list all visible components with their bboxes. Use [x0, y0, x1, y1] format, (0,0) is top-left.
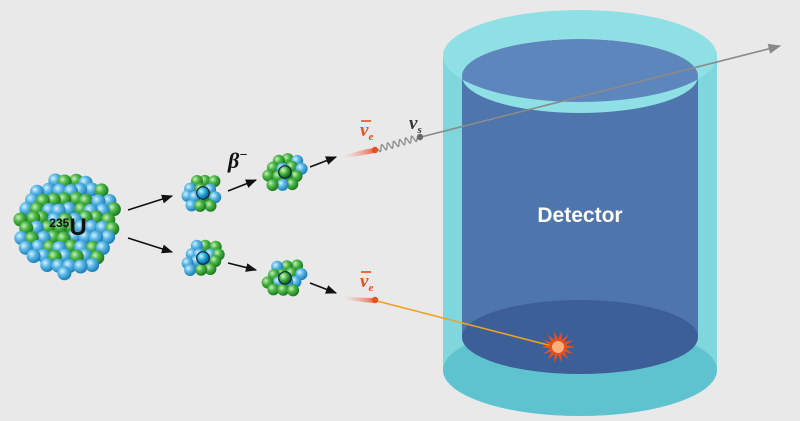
nucleon [85, 258, 100, 272]
nucleon [262, 169, 275, 182]
antineutrino-upper [343, 133, 424, 158]
emission-arrow-upper [309, 156, 338, 168]
nucleon [276, 178, 289, 191]
nucleon [199, 239, 212, 252]
detector-inner-top [462, 39, 698, 113]
nucleon [286, 178, 299, 191]
highlighted-nucleon [278, 271, 292, 285]
sterile-neutrino-particle [416, 133, 424, 141]
nucleon [204, 199, 217, 212]
emission-arrow-lower [309, 282, 338, 294]
nucleon [184, 264, 197, 276]
daughter-nucleus-upper [262, 153, 308, 191]
highlighted-nucleon [196, 186, 210, 200]
uranium-label: 235U [49, 214, 86, 241]
interaction-flash [541, 331, 575, 363]
nucleon [73, 259, 88, 274]
nucleon [26, 249, 41, 264]
antineutrino-trail-lower [343, 296, 374, 303]
daughter-nucleus-lower [261, 259, 308, 297]
antineutrino-lower [343, 296, 379, 304]
detector: Detector [443, 10, 717, 416]
highlighted-nucleon [278, 165, 292, 179]
nucleon [287, 284, 300, 297]
antineutrino-label-upper: νe [360, 120, 373, 143]
sterile-neutrino-path [420, 43, 782, 138]
fission-fragment-upper [181, 174, 222, 212]
decay-arrow-lower [227, 262, 258, 272]
antineutrino-path [376, 300, 553, 347]
nucleon [106, 202, 121, 217]
nucleon [29, 220, 44, 235]
antineutrino-particle-upper [371, 146, 379, 154]
arrow-to-fragment-upper [127, 194, 174, 211]
detector-inner-body [462, 76, 698, 374]
detector-label: Detector [537, 204, 622, 227]
nucleon [266, 179, 279, 191]
detector-inner-bottom [462, 300, 698, 374]
oscillation-wave [377, 135, 418, 153]
mass-number: 235 [49, 216, 69, 230]
nucleon [53, 220, 68, 234]
nucleon [40, 258, 55, 272]
nucleon [57, 266, 72, 281]
nucleon [101, 230, 116, 244]
fission-fragment-lower [181, 239, 225, 276]
antineutrino-particle-lower [371, 296, 379, 304]
beta-label: β− [227, 148, 248, 173]
highlighted-nucleon [196, 251, 210, 265]
nucleon [267, 283, 280, 296]
nucleon [194, 199, 207, 212]
nucleon [195, 263, 208, 276]
antineutrino-trail-upper [343, 148, 374, 158]
nucleon [94, 183, 109, 198]
beta-decay-arrow-upper [227, 179, 258, 192]
uranium-nucleus [13, 173, 121, 281]
sterile-neutrino-label: νs [409, 113, 422, 136]
nucleon [204, 263, 217, 275]
nucleon [277, 283, 290, 296]
antineutrino-label-lower: νe [360, 271, 373, 294]
nucleon [185, 199, 198, 212]
element-symbol: U [69, 214, 86, 241]
detector-outer-top-rim [443, 10, 717, 113]
arrow-to-fragment-lower [127, 237, 174, 254]
